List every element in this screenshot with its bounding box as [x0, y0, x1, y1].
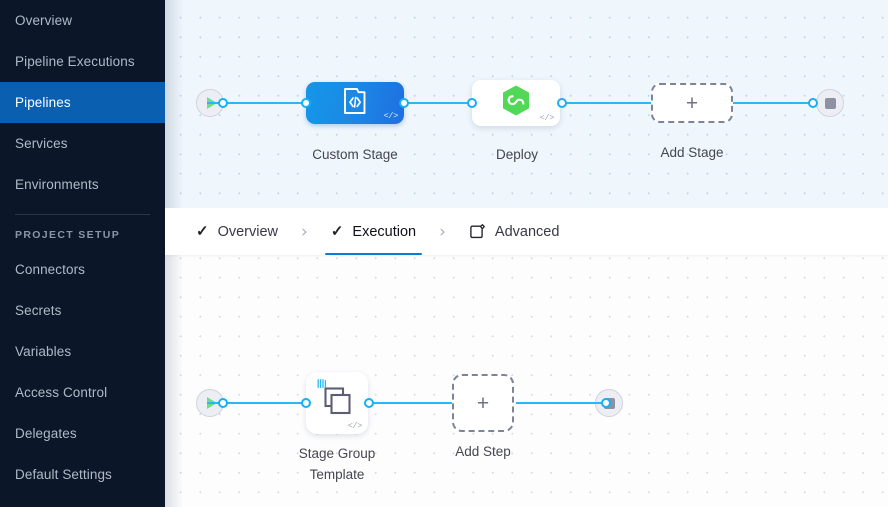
template-input-port[interactable]: [301, 398, 311, 408]
custom-stage-output-port[interactable]: [399, 98, 409, 108]
sidebar-item-label: Overview: [15, 13, 73, 28]
pipeline-end-node[interactable]: [816, 89, 844, 117]
link-template-to-addstep: [368, 402, 454, 405]
check-icon: ✓: [330, 223, 344, 240]
advanced-settings-icon: [469, 223, 486, 240]
start-output-port[interactable]: [218, 398, 228, 408]
stage-node-custom-stage[interactable]: </>: [306, 82, 404, 124]
sidebar-item-label: Services: [15, 136, 68, 151]
sidebar-item-overview[interactable]: Overview: [0, 0, 165, 41]
sidebar-item-variables[interactable]: Variables: [0, 331, 165, 372]
check-icon: ✓: [196, 223, 209, 240]
step-label-line-2: Template: [309, 467, 365, 482]
sidebar-item-label: Pipeline Executions: [15, 54, 135, 69]
link-add-to-end: [691, 102, 813, 105]
stage-label-deploy: Deploy: [495, 147, 539, 162]
step-node-stage-group-template[interactable]: </>: [306, 372, 368, 434]
deploy-output-port[interactable]: [557, 98, 567, 108]
step-label-line-1: Stage Group: [298, 446, 376, 461]
deploy-input-port[interactable]: [467, 98, 477, 108]
start-output-port[interactable]: [218, 98, 228, 108]
sidebar-item-connectors[interactable]: Connectors: [0, 249, 165, 290]
stage-graph-canvas[interactable]: </> Custom Stage </> Deploy + Add Stage: [165, 0, 888, 208]
tab-execution[interactable]: ✓ Execution: [324, 208, 423, 255]
stacked-squares-icon: [320, 384, 354, 423]
plus-icon: +: [476, 391, 490, 415]
stop-icon: [824, 97, 836, 109]
plus-icon: +: [685, 91, 699, 115]
sidebar-item-secrets[interactable]: Secrets: [0, 290, 165, 331]
yaml-code-badge: </>: [539, 113, 555, 123]
sidebar-item-pipeline-executions[interactable]: Pipeline Executions: [0, 41, 165, 82]
tab-overview[interactable]: ✓ Overview: [190, 208, 284, 255]
sidebar: Overview Pipeline Executions Pipelines S…: [0, 0, 165, 507]
sidebar-item-delegates[interactable]: Delegates: [0, 413, 165, 454]
link-addstep-to-end: [516, 402, 606, 405]
yaml-code-badge: </>: [347, 421, 363, 431]
sidebar-item-label: Variables: [15, 344, 72, 359]
custom-stage-input-port[interactable]: [301, 98, 311, 108]
tab-label: Execution: [352, 223, 417, 240]
add-stage-button[interactable]: +: [651, 83, 733, 123]
template-indicator-icon: [317, 377, 327, 389]
stage-tab-bar: ✓ Overview › ✓ Execution › Advanced: [165, 208, 888, 255]
link-start-to-custom: [207, 102, 311, 105]
sidebar-item-label: Delegates: [15, 426, 77, 441]
sidebar-item-label: Environments: [15, 177, 99, 192]
link-deploy-to-add: [561, 102, 661, 105]
tab-label: Advanced: [494, 223, 560, 240]
tab-label: Overview: [217, 223, 279, 240]
stage-node-deploy[interactable]: </>: [472, 80, 560, 126]
sidebar-section-label: PROJECT SETUP: [15, 229, 121, 241]
sidebar-item-access-control[interactable]: Access Control: [0, 372, 165, 413]
sidebar-item-default-settings[interactable]: Default Settings: [0, 454, 165, 495]
sidebar-item-services[interactable]: Services: [0, 123, 165, 164]
sidebar-item-label: Pipelines: [15, 95, 71, 110]
end-input-port[interactable]: [601, 398, 611, 408]
sidebar-item-label: Connectors: [15, 262, 86, 277]
template-output-port[interactable]: [364, 398, 374, 408]
sidebar-item-environments[interactable]: Environments: [0, 164, 165, 205]
sidebar-item-pipelines[interactable]: Pipelines: [0, 82, 165, 123]
canvas-left-shadow: [165, 255, 183, 507]
sidebar-divider: [15, 214, 150, 215]
step-label-stage-group-template: Stage Group Template: [272, 443, 402, 485]
template-code-icon: [341, 86, 369, 121]
yaml-code-badge: </>: [383, 111, 399, 121]
sidebar-item-label: Access Control: [15, 385, 108, 400]
sidebar-item-label: Default Settings: [15, 467, 112, 482]
tab-separator: ›: [301, 221, 308, 242]
tab-separator: ›: [439, 221, 446, 242]
end-input-port[interactable]: [808, 98, 818, 108]
canvas-left-shadow: [165, 0, 183, 208]
execution-graph-canvas[interactable]: </> Stage Group Template + Add Step: [165, 255, 888, 507]
harness-cd-hexagon-icon: [501, 84, 531, 122]
step-label-add-step: Add Step: [455, 444, 511, 459]
stage-label-add-stage: Add Stage: [660, 145, 724, 160]
stage-label-custom-stage: Custom Stage: [312, 147, 398, 162]
link-custom-to-deploy: [403, 102, 479, 105]
add-step-button[interactable]: +: [452, 374, 514, 432]
tab-advanced[interactable]: Advanced: [463, 208, 566, 255]
link-start-to-template: [207, 402, 311, 405]
sidebar-item-label: Secrets: [15, 303, 62, 318]
